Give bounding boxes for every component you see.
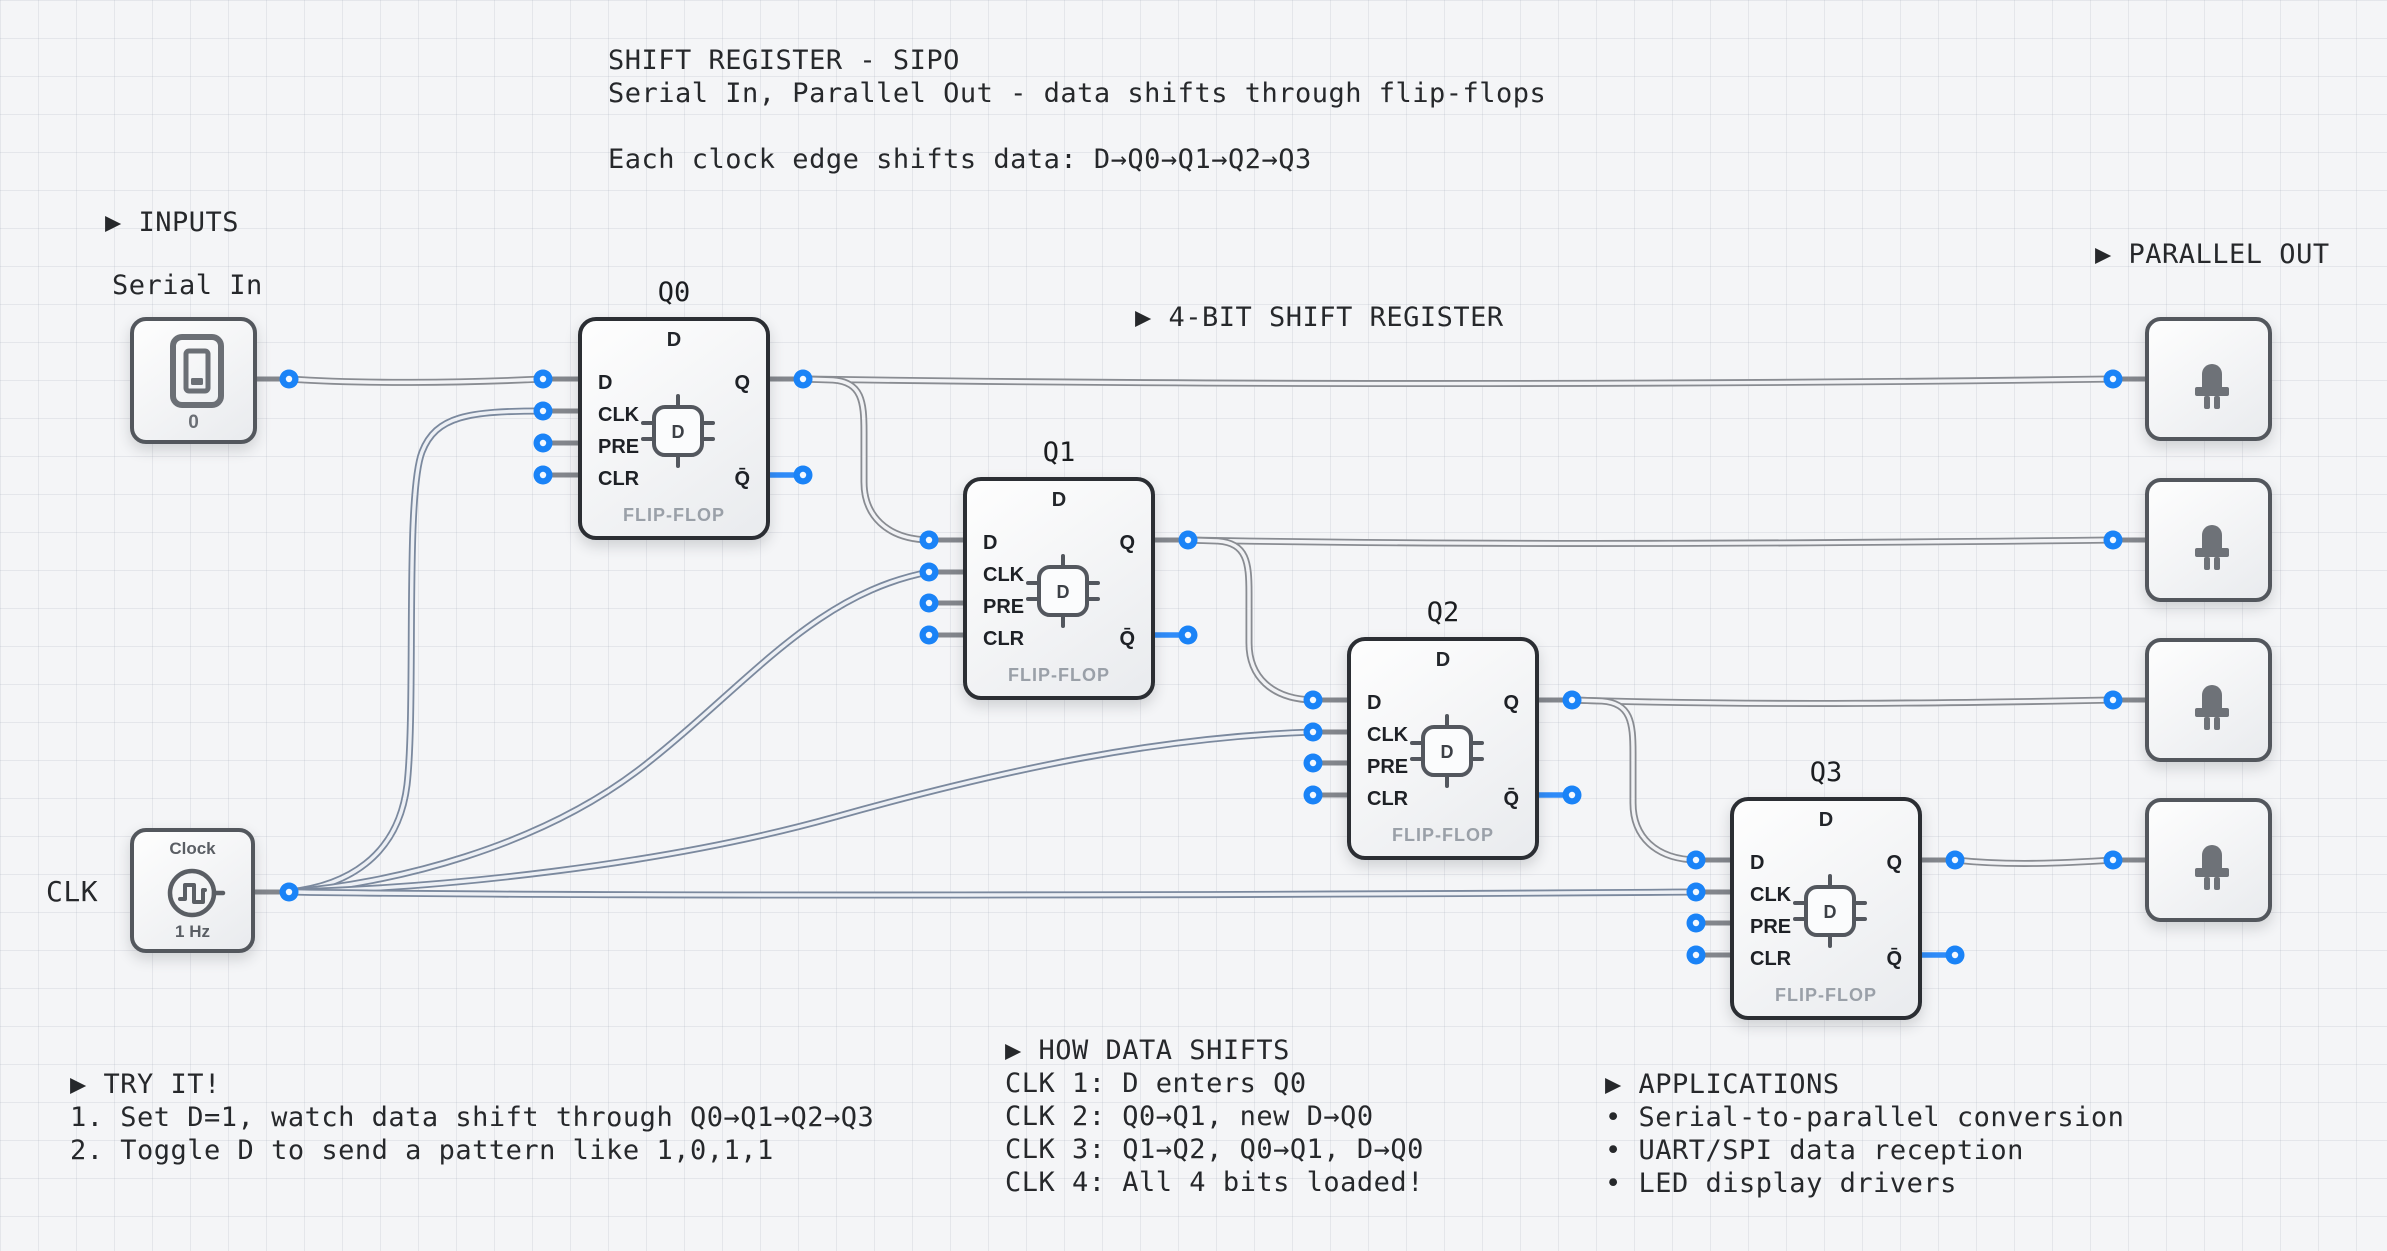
pin-label-d: D [1750, 852, 1765, 874]
clk-label: CLK [46, 875, 99, 908]
pin-label-clk: CLK [1367, 724, 1409, 746]
title-line-2: Serial In, Parallel Out - data shifts th… [608, 78, 1547, 109]
led-icon [2195, 525, 2229, 570]
led-output-3[interactable] [2145, 638, 2272, 762]
pin-label-qbar: Q̄ [1503, 788, 1519, 810]
chip-label: D [1824, 902, 1837, 922]
pin-label-q: Q [1503, 692, 1519, 714]
try-it-line-2: 2. Toggle D to send a pattern like 1,0,1… [70, 1135, 774, 1166]
how-data-shifts-line-4: CLK 4: All 4 bits loaded! [1005, 1167, 1424, 1198]
applications-line-2: • UART/SPI data reception [1605, 1135, 2024, 1166]
toggle-switch-icon [170, 334, 224, 408]
pin-label-clr: CLR [598, 468, 640, 490]
wire-q0-q-to-q1-d[interactable] [799, 375, 933, 544]
flipflop-q1[interactable]: Q1 D D CLK PRE CLR Q Q̄ D FLIP-FLOP [963, 437, 1155, 700]
pin-label-q: Q [1119, 532, 1135, 554]
flipflop-top-label: D [1435, 649, 1451, 671]
parallel-out-section-label: ▶ PARALLEL OUT [2095, 239, 2330, 270]
chip-label: D [672, 422, 685, 442]
pin-label-clk: CLK [983, 564, 1025, 586]
pin-label-pre: PRE [598, 436, 640, 458]
switch-value: 0 [188, 412, 199, 433]
led-icon [2195, 685, 2229, 730]
led-output-1[interactable] [2145, 317, 2272, 441]
pin-label-clr: CLR [983, 628, 1025, 650]
try-it-title: ▶ TRY IT! [70, 1069, 221, 1100]
inputs-section-label: ▶ INPUTS [105, 207, 240, 238]
flipflop-title: Q3 [1809, 757, 1843, 788]
clock-name: Clock [169, 839, 216, 858]
flipflop-type-label: FLIP-FLOP [623, 505, 725, 525]
pin-label-qbar: Q̄ [1119, 628, 1135, 650]
flipflop-top-label: D [1051, 489, 1067, 511]
flipflop-type-label: FLIP-FLOP [1775, 985, 1877, 1005]
pin-label-clr: CLR [1750, 948, 1792, 970]
chip-label: D [1441, 742, 1454, 762]
pin-label-pre: PRE [1367, 756, 1409, 778]
how-data-shifts-line-2: CLK 2: Q0→Q1, new D→Q0 [1005, 1101, 1374, 1132]
try-it-line-1: 1. Set D=1, watch data shift through Q0→… [70, 1102, 875, 1133]
square-wave-clock-icon [167, 868, 226, 918]
flipflop-top-label: D [1818, 809, 1834, 831]
chip-icon: D [641, 394, 715, 468]
chip-icon: D [1026, 554, 1100, 628]
serial-in-label: Serial In [112, 270, 263, 301]
flipflop-q0[interactable]: Q0 D D CLK PRE CLR Q Q̄ D FLIP-FLOP [578, 277, 770, 540]
flipflop-type-label: FLIP-FLOP [1008, 665, 1110, 685]
wire-clock-to-q2-clk[interactable] [285, 728, 1317, 896]
pin-label-clk: CLK [1750, 884, 1792, 906]
pin-label-pre: PRE [983, 596, 1025, 618]
chip-label: D [1057, 582, 1070, 602]
flipflop-q3[interactable]: Q3 D D CLK PRE CLR Q Q̄ D FLIP-FLOP [1730, 757, 1922, 1020]
pin-label-qbar: Q̄ [734, 468, 750, 490]
applications-title: ▶ APPLICATIONS [1605, 1069, 1840, 1100]
pin-label-q: Q [1886, 852, 1902, 874]
pin-label-qbar: Q̄ [1886, 948, 1902, 970]
chip-icon: D [1793, 874, 1867, 948]
led-output-4[interactable] [2145, 798, 2272, 922]
flipflop-top-label: D [666, 329, 682, 351]
pin-label-pre: PRE [1750, 916, 1792, 938]
switch-serial-in[interactable]: 0 [130, 317, 257, 444]
how-data-shifts-title: ▶ HOW DATA SHIFTS [1005, 1035, 1290, 1066]
flipflop-title: Q2 [1426, 597, 1460, 628]
shift-register-section-label: ▶ 4-BIT SHIFT REGISTER [1135, 302, 1504, 333]
flipflop-title: Q1 [1042, 437, 1076, 468]
chip-icon: D [1410, 714, 1484, 788]
clock-frequency: 1 Hz [175, 922, 210, 941]
pin-label-clr: CLR [1367, 788, 1409, 810]
pin-label-d: D [983, 532, 998, 554]
title-line-1: SHIFT REGISTER - SIPO [608, 45, 960, 76]
applications-line-3: • LED display drivers [1605, 1168, 1957, 1199]
pin-label-clk: CLK [598, 404, 640, 426]
flipflop-type-label: FLIP-FLOP [1392, 825, 1494, 845]
led-icon [2195, 364, 2229, 409]
clock-source[interactable]: Clock 1 Hz [130, 828, 255, 953]
pin-label-d: D [1367, 692, 1382, 714]
led-icon [2195, 845, 2229, 890]
title-line-3: Each clock edge shifts data: D→Q0→Q1→Q2→… [608, 144, 1312, 175]
flipflop-title: Q0 [657, 277, 691, 308]
applications-line-1: • Serial-to-parallel conversion [1605, 1102, 2125, 1133]
pin-label-q: Q [734, 372, 750, 394]
led-output-2[interactable] [2145, 478, 2272, 602]
how-data-shifts-line-3: CLK 3: Q1→Q2, Q0→Q1, D→Q0 [1005, 1134, 1424, 1165]
flipflop-q2[interactable]: Q2 D D CLK PRE CLR Q Q̄ D FLIP-FLOP [1347, 597, 1539, 860]
how-data-shifts-line-1: CLK 1: D enters Q0 [1005, 1068, 1307, 1099]
pin-label-d: D [598, 372, 613, 394]
